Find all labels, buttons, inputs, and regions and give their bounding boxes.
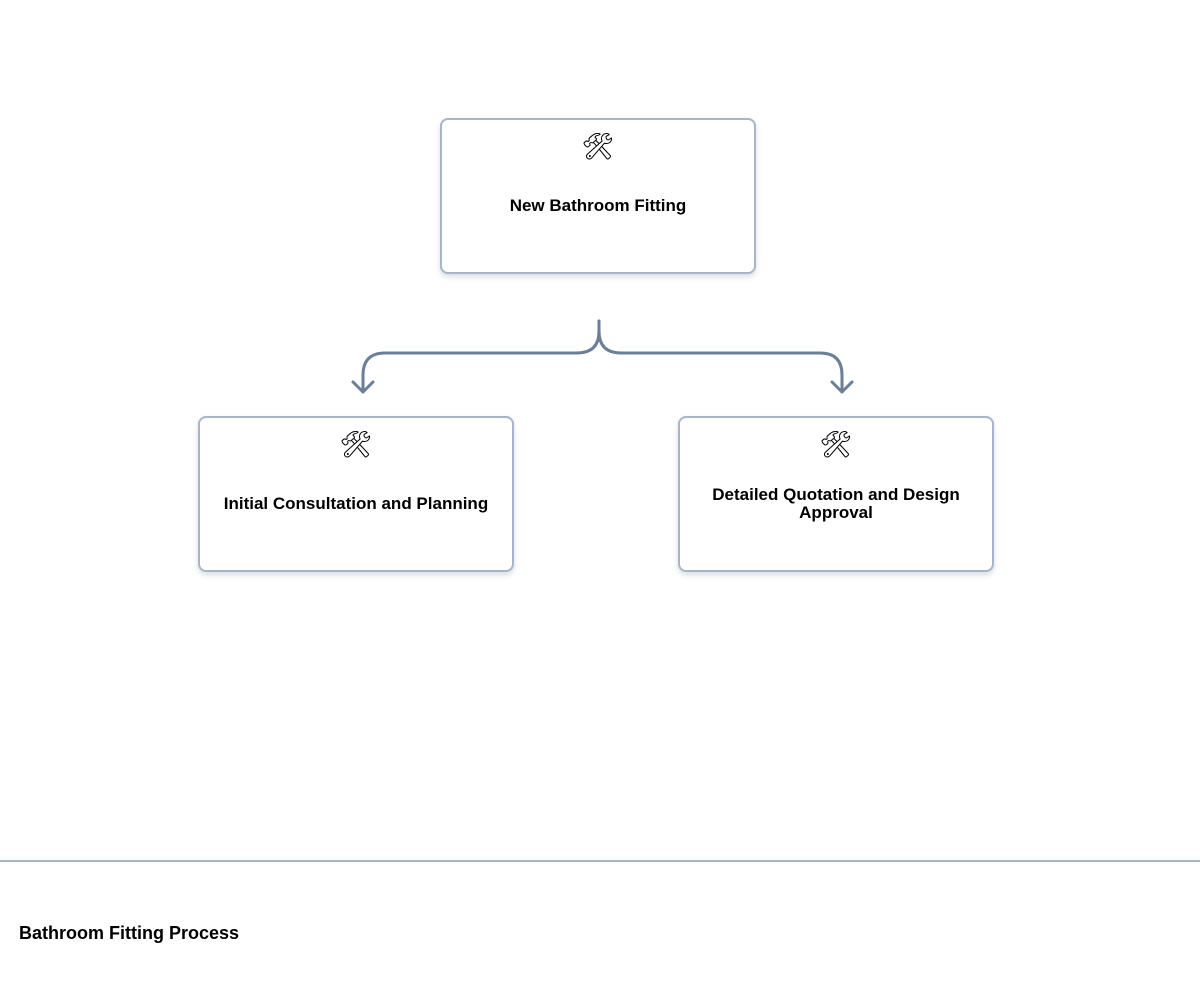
arrowhead-left — [351, 380, 375, 394]
flow-diagram: 🛠 New Bathroom Fitting 🛠 Initial Consult… — [198, 118, 994, 572]
hammer-and-wrench-icon: 🛠 — [339, 430, 373, 460]
node-new-bathroom-fitting: 🛠 New Bathroom Fitting — [440, 118, 756, 274]
connector-lines — [351, 319, 854, 394]
footer-divider — [0, 860, 1200, 862]
edge-root-to-left — [361, 319, 601, 394]
edge-root-to-right — [597, 319, 844, 394]
hammer-and-wrench-icon: 🛠 — [581, 132, 615, 162]
node-label: Initial Consultation and Planning — [223, 494, 489, 513]
arrowhead-right — [830, 380, 854, 394]
node-label: New Bathroom Fitting — [509, 196, 687, 215]
node-label: Detailed Quotation and Design Approval — [712, 485, 960, 522]
footer-title: Bathroom Fitting Process — [19, 923, 240, 943]
node-initial-consultation: 🛠 Initial Consultation and Planning — [198, 416, 514, 572]
hammer-and-wrench-icon: 🛠 — [819, 430, 853, 460]
node-detailed-quotation: 🛠 Detailed Quotation and Design Approval — [678, 416, 994, 572]
